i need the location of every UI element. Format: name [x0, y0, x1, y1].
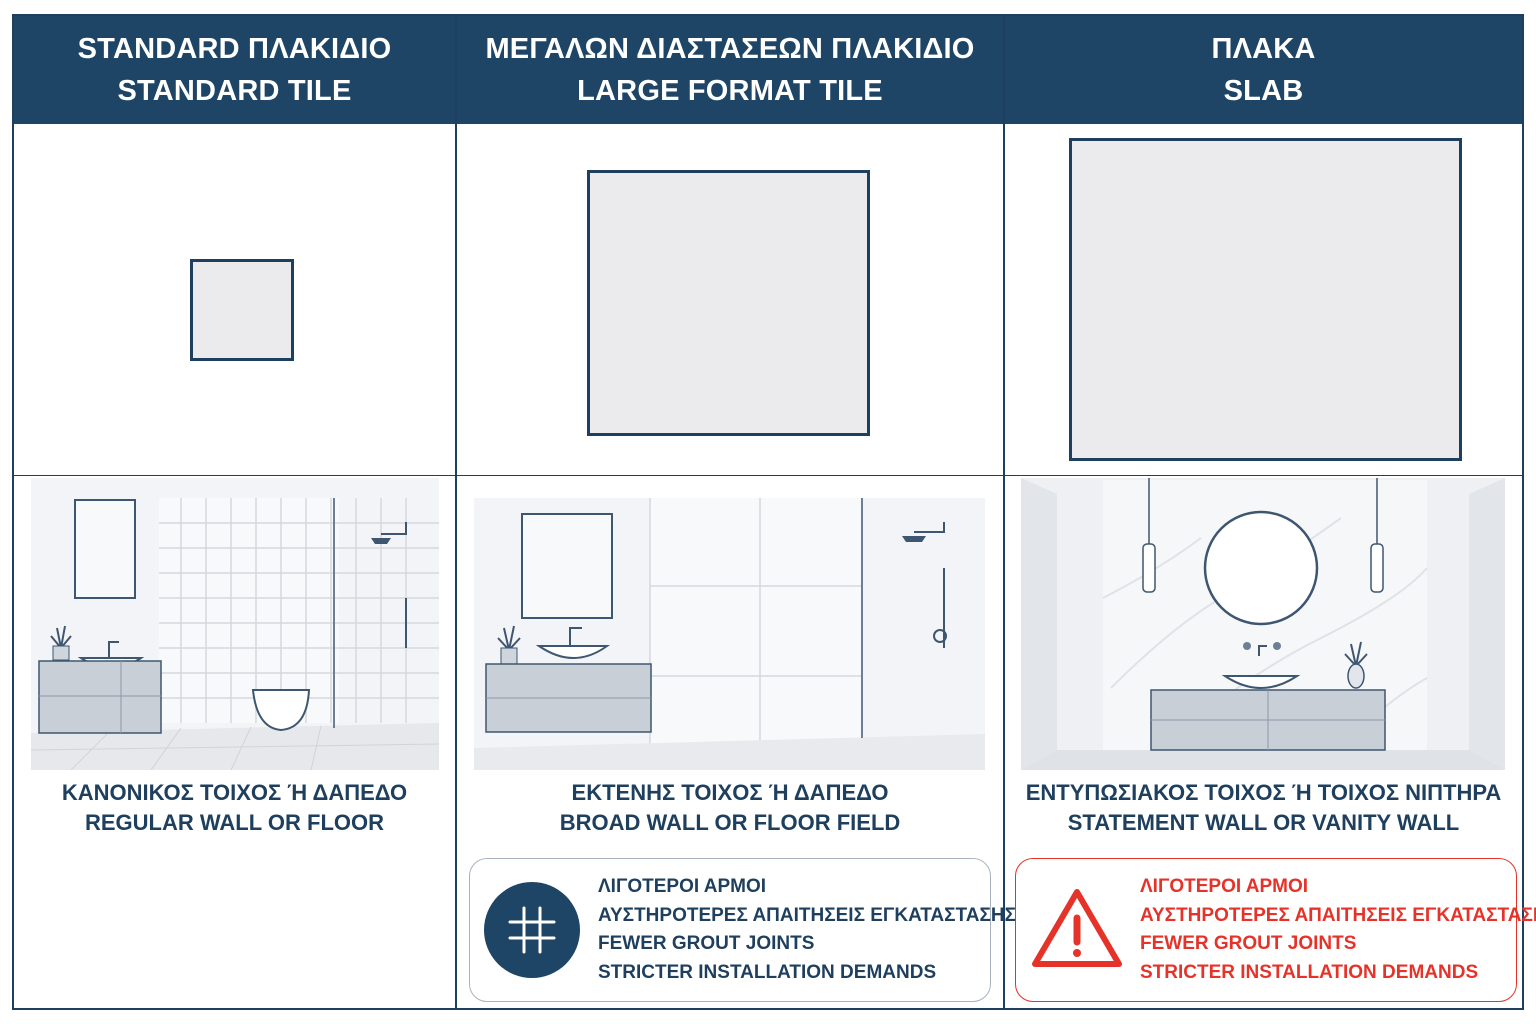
header-title-greek: STANDARD ΠΛΑΚΙΔΙΟ [77, 33, 392, 65]
note-line: FEWER GROUT JOINTS [598, 933, 815, 954]
column-header: STANDARD ΠΛΑΚΙΔΙΟ STANDARD TILE [14, 16, 455, 124]
caption-greek: ΕΝΤΥΠΩΣΙΑΚΟΣ ΤΟΙΧΟΣ Ή ΤΟΙΧΟΣ ΝΙΠΤΗΡΑ [1025, 780, 1502, 805]
note-text: ΛΙΓΟΤΕΡΟΙ ΑΡΜΟΙ ΑΥΣΤΗΡΟΤΕΡΕΣ ΑΠΑΙΤΗΣΕΙΣ … [1140, 873, 1536, 987]
large-format-tile-square [587, 170, 870, 436]
caption-english: BROAD WALL OR FLOOR FIELD [559, 810, 901, 835]
caption-english: REGULAR WALL OR FLOOR [84, 810, 385, 835]
column-slab: ΠΛΑΚΑ SLAB [1003, 16, 1536, 1008]
note-line: STRICTER INSTALLATION DEMANDS [598, 961, 937, 983]
note-line: ΛΙΓΟΤΕΡΟΙ ΑΡΜΟΙ [1140, 876, 1309, 897]
column-standard-tile: STANDARD ΠΛΑΚΙΔΙΟ STANDARD TILE [14, 16, 455, 1008]
warning-note: ΛΙΓΟΤΕΡΟΙ ΑΡΜΟΙ ΑΥΣΤΗΡΟΤΕΡΕΣ ΑΠΑΙΤΗΣΕΙΣ … [1015, 858, 1536, 1002]
caption-greek: ΕΚΤΕΝΗΣ ΤΟΙΧΟΣ Ή ΔΑΠΕΔΟ [571, 780, 889, 805]
bathroom-scene-slab [1021, 478, 1505, 770]
comparison-table: STANDARD ΠΛΑΚΙΔΙΟ STANDARD TILE [12, 14, 1536, 1010]
caption-english: STATEMENT WALL OR VANITY WALL [1067, 810, 1460, 835]
header-title-english: SLAB [1223, 75, 1304, 107]
grid-icon [484, 882, 580, 978]
header-title-greek: ΠΛΑΚΑ [1211, 33, 1316, 65]
bathroom-illustration [474, 498, 985, 770]
usage-caption: ΕΝΤΥΠΩΣΙΑΚΟΣ ΤΟΙΧΟΣ Ή ΤΟΙΧΟΣ ΝΙΠΤΗΡΑ STA… [1005, 778, 1522, 838]
column-large-format-tile: ΜΕΓΑΛΩΝ ΔΙΑΣΤΑΣΕΩΝ ΠΛΑΚΙΔΙΟ LARGE FORMAT… [455, 16, 1016, 1008]
note-line: ΛΙΓΟΤΕΡΟΙ ΑΡΜΟΙ [598, 876, 767, 897]
bathroom-scene-standard [31, 478, 439, 770]
header-title-english: STANDARD TILE [117, 75, 352, 107]
usage-caption: ΚΑΝΟΝΙΚΟΣ ΤΟΙΧΟΣ Ή ΔΑΠΕΔΟ REGULAR WALL O… [14, 778, 455, 838]
tradeoff-note: ΛΙΓΟΤΕΡΟΙ ΑΡΜΟΙ ΑΥΣΤΗΡΟΤΕΡΕΣ ΑΠΑΙΤΗΣΕΙΣ … [469, 858, 1016, 1002]
usage-caption: ΕΚΤΕΝΗΣ ΤΟΙΧΟΣ Ή ΔΑΠΕΔΟ BROAD WALL OR FL… [457, 778, 1003, 838]
note-line: ΑΥΣΤΗΡΟΤΕΡΕΣ ΑΠΑΙΤΗΣΕΙΣ ΕΓΚΑΤΑΣΤΑΣΗΣ [598, 904, 1016, 926]
caption-greek: ΚΑΝΟΝΙΚΟΣ ΤΟΙΧΟΣ Ή ΔΑΠΕΔΟ [61, 780, 408, 805]
note-text: ΛΙΓΟΤΕΡΟΙ ΑΡΜΟΙ ΑΥΣΤΗΡΟΤΕΡΕΣ ΑΠΑΙΤΗΣΕΙΣ … [598, 873, 1016, 987]
note-line: FEWER GROUT JOINTS [1140, 933, 1357, 954]
header-title-english: LARGE FORMAT TILE [577, 75, 883, 107]
standard-tile-square [190, 259, 294, 361]
column-header: ΠΛΑΚΑ SLAB [1005, 16, 1522, 124]
column-header: ΜΕΓΑΛΩΝ ΔΙΑΣΤΑΣΕΩΝ ΠΛΑΚΙΔΙΟ LARGE FORMAT… [457, 16, 1003, 124]
tile-size-panel [14, 124, 455, 476]
slab-rectangle [1069, 138, 1462, 461]
tile-size-panel [457, 124, 1003, 476]
warning-icon [1030, 886, 1124, 975]
note-line: ΑΥΣΤΗΡΟΤΕΡΕΣ ΑΠΑΙΤΗΣΕΙΣ ΕΓΚΑΤΑΣΤΑΣΗΣ [1140, 904, 1536, 926]
bathroom-scene-large-format [474, 498, 985, 770]
tile-size-panel [1005, 124, 1522, 476]
bathroom-illustration [1021, 478, 1505, 770]
note-line: STRICTER INSTALLATION DEMANDS [1140, 961, 1479, 983]
bathroom-illustration [31, 478, 439, 770]
header-title-greek: ΜΕΓΑΛΩΝ ΔΙΑΣΤΑΣΕΩΝ ΠΛΑΚΙΔΙΟ [485, 33, 975, 65]
